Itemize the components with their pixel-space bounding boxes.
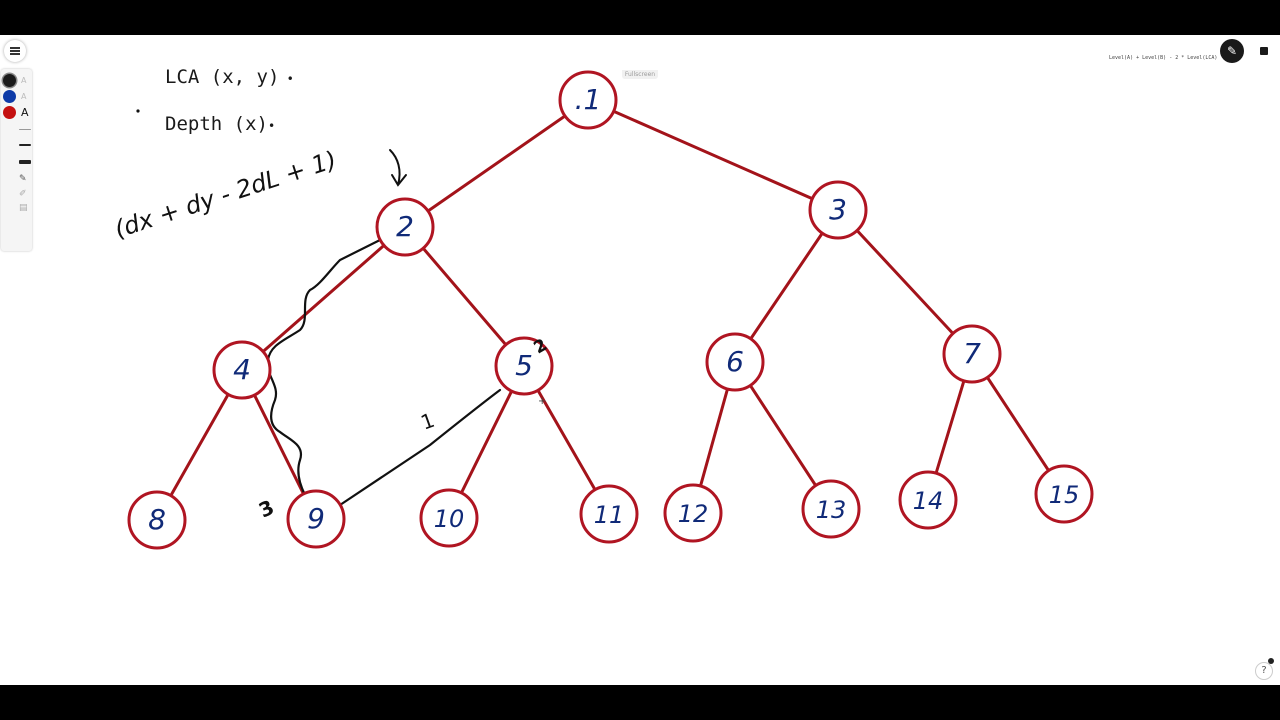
- node-label: 6: [726, 345, 744, 378]
- node-label: 12: [678, 500, 709, 528]
- tree-node-4: 4: [212, 340, 272, 400]
- tree-edge-1-3: [586, 98, 840, 212]
- tree-edge-2-5: [403, 225, 526, 368]
- tree-node-6: 6: [705, 332, 765, 392]
- tree-node-14: 14: [898, 470, 958, 530]
- cursor-crosshair-icon: +: [538, 396, 546, 407]
- path-label-3: 3: [255, 495, 278, 523]
- hamburger-icon: [10, 47, 20, 55]
- swatch-red[interactable]: A: [1, 105, 32, 120]
- tree-node-9: 9: [286, 489, 346, 549]
- notification-dot: [1268, 658, 1274, 664]
- swatch-letter: A: [21, 106, 29, 119]
- fullscreen-toggle[interactable]: Fullscreen: [622, 70, 658, 79]
- pencil-icon[interactable]: ✎: [19, 174, 27, 184]
- path-label-1: 1: [418, 408, 438, 435]
- swatch-letter: A: [21, 76, 27, 85]
- help-button[interactable]: ?: [1255, 662, 1273, 680]
- formula-annotation: (dx + dy - 2dL + 1): [111, 146, 340, 244]
- lca-text: LCA (x, y) •: [165, 66, 294, 88]
- node-label: .1: [575, 83, 602, 116]
- node-circle: [419, 488, 479, 548]
- tree-edge-3-6: [733, 208, 840, 364]
- tree-edge-2-4: [240, 225, 407, 372]
- node-circle: [127, 490, 187, 550]
- node-circle: [942, 324, 1002, 384]
- node-label: 10: [434, 505, 465, 533]
- formula-note: Level(A) + Level(B) - 2 * Level(LCA): [1109, 55, 1218, 61]
- node-circle: [286, 489, 346, 549]
- tree-edge-3-7: [836, 208, 974, 356]
- node-circle: [1034, 464, 1094, 524]
- node-label: 3: [829, 193, 847, 226]
- red-swatch-icon: [3, 106, 16, 119]
- node-circle: [212, 340, 272, 400]
- tree-edge-1-2: [403, 98, 590, 229]
- tree-node-11: 11: [579, 484, 639, 544]
- tree-node-7: 7: [942, 324, 1002, 384]
- page-icon: [1260, 47, 1268, 55]
- tree-node-15: 15: [1034, 464, 1094, 524]
- swatch-letter: A: [21, 92, 27, 101]
- depth-text: Depth (x)•: [165, 113, 276, 135]
- tree-node-3: 3: [808, 180, 868, 240]
- tool-palette: A A A ✎ ✐ ▤: [1, 69, 32, 251]
- black-swatch-icon: [3, 74, 16, 87]
- depth-label: Depth (x): [165, 113, 268, 135]
- node-circle: [375, 197, 435, 257]
- node-label: 4: [233, 353, 251, 386]
- highlighter-icon[interactable]: ✐: [19, 189, 27, 199]
- tree-node-12: 12: [663, 483, 723, 543]
- node-label: 14: [913, 487, 944, 515]
- eraser-icon[interactable]: ▤: [19, 203, 28, 213]
- node-label: 2: [396, 210, 414, 243]
- node-label: 15: [1049, 481, 1080, 509]
- thin-stroke-icon[interactable]: [19, 129, 31, 130]
- swatch-black[interactable]: A: [1, 73, 32, 88]
- arrow-annotation: [389, 149, 407, 187]
- swatch-blue[interactable]: A: [1, 89, 32, 104]
- node-label: 7: [963, 337, 981, 370]
- page-button[interactable]: [1254, 41, 1274, 61]
- tree-node-8: 8: [127, 490, 187, 550]
- node-label: 13: [816, 496, 847, 524]
- node-label: 11: [594, 501, 625, 529]
- tree-node-13: 13: [801, 479, 861, 539]
- node-circle: [663, 483, 723, 543]
- node-circle: [898, 470, 958, 530]
- node-circle: [558, 70, 618, 130]
- node-circle: [801, 479, 861, 539]
- lca-label: LCA (x, y): [165, 66, 280, 88]
- tree-node-2: 2: [375, 197, 435, 257]
- tree-node-1: .1: [558, 70, 618, 130]
- blue-swatch-icon: [3, 90, 16, 103]
- node-circle: [705, 332, 765, 392]
- tree-node-5: 5: [494, 336, 554, 396]
- node-circle: [579, 484, 639, 544]
- node-label: 5: [515, 349, 533, 382]
- node-label: 9: [307, 502, 325, 535]
- node-circle: [808, 180, 868, 240]
- tree-node-10: 10: [419, 488, 479, 548]
- pen-edit-icon[interactable]: ✎: [1220, 39, 1244, 63]
- node-circle: [494, 336, 554, 396]
- thick-stroke-icon[interactable]: [19, 160, 31, 164]
- node-label: 8: [148, 503, 166, 536]
- menu-button[interactable]: [4, 40, 26, 62]
- medium-stroke-icon[interactable]: [19, 144, 31, 146]
- ink-line-9-to-5: [338, 388, 502, 507]
- ink-dot: [136, 109, 140, 113]
